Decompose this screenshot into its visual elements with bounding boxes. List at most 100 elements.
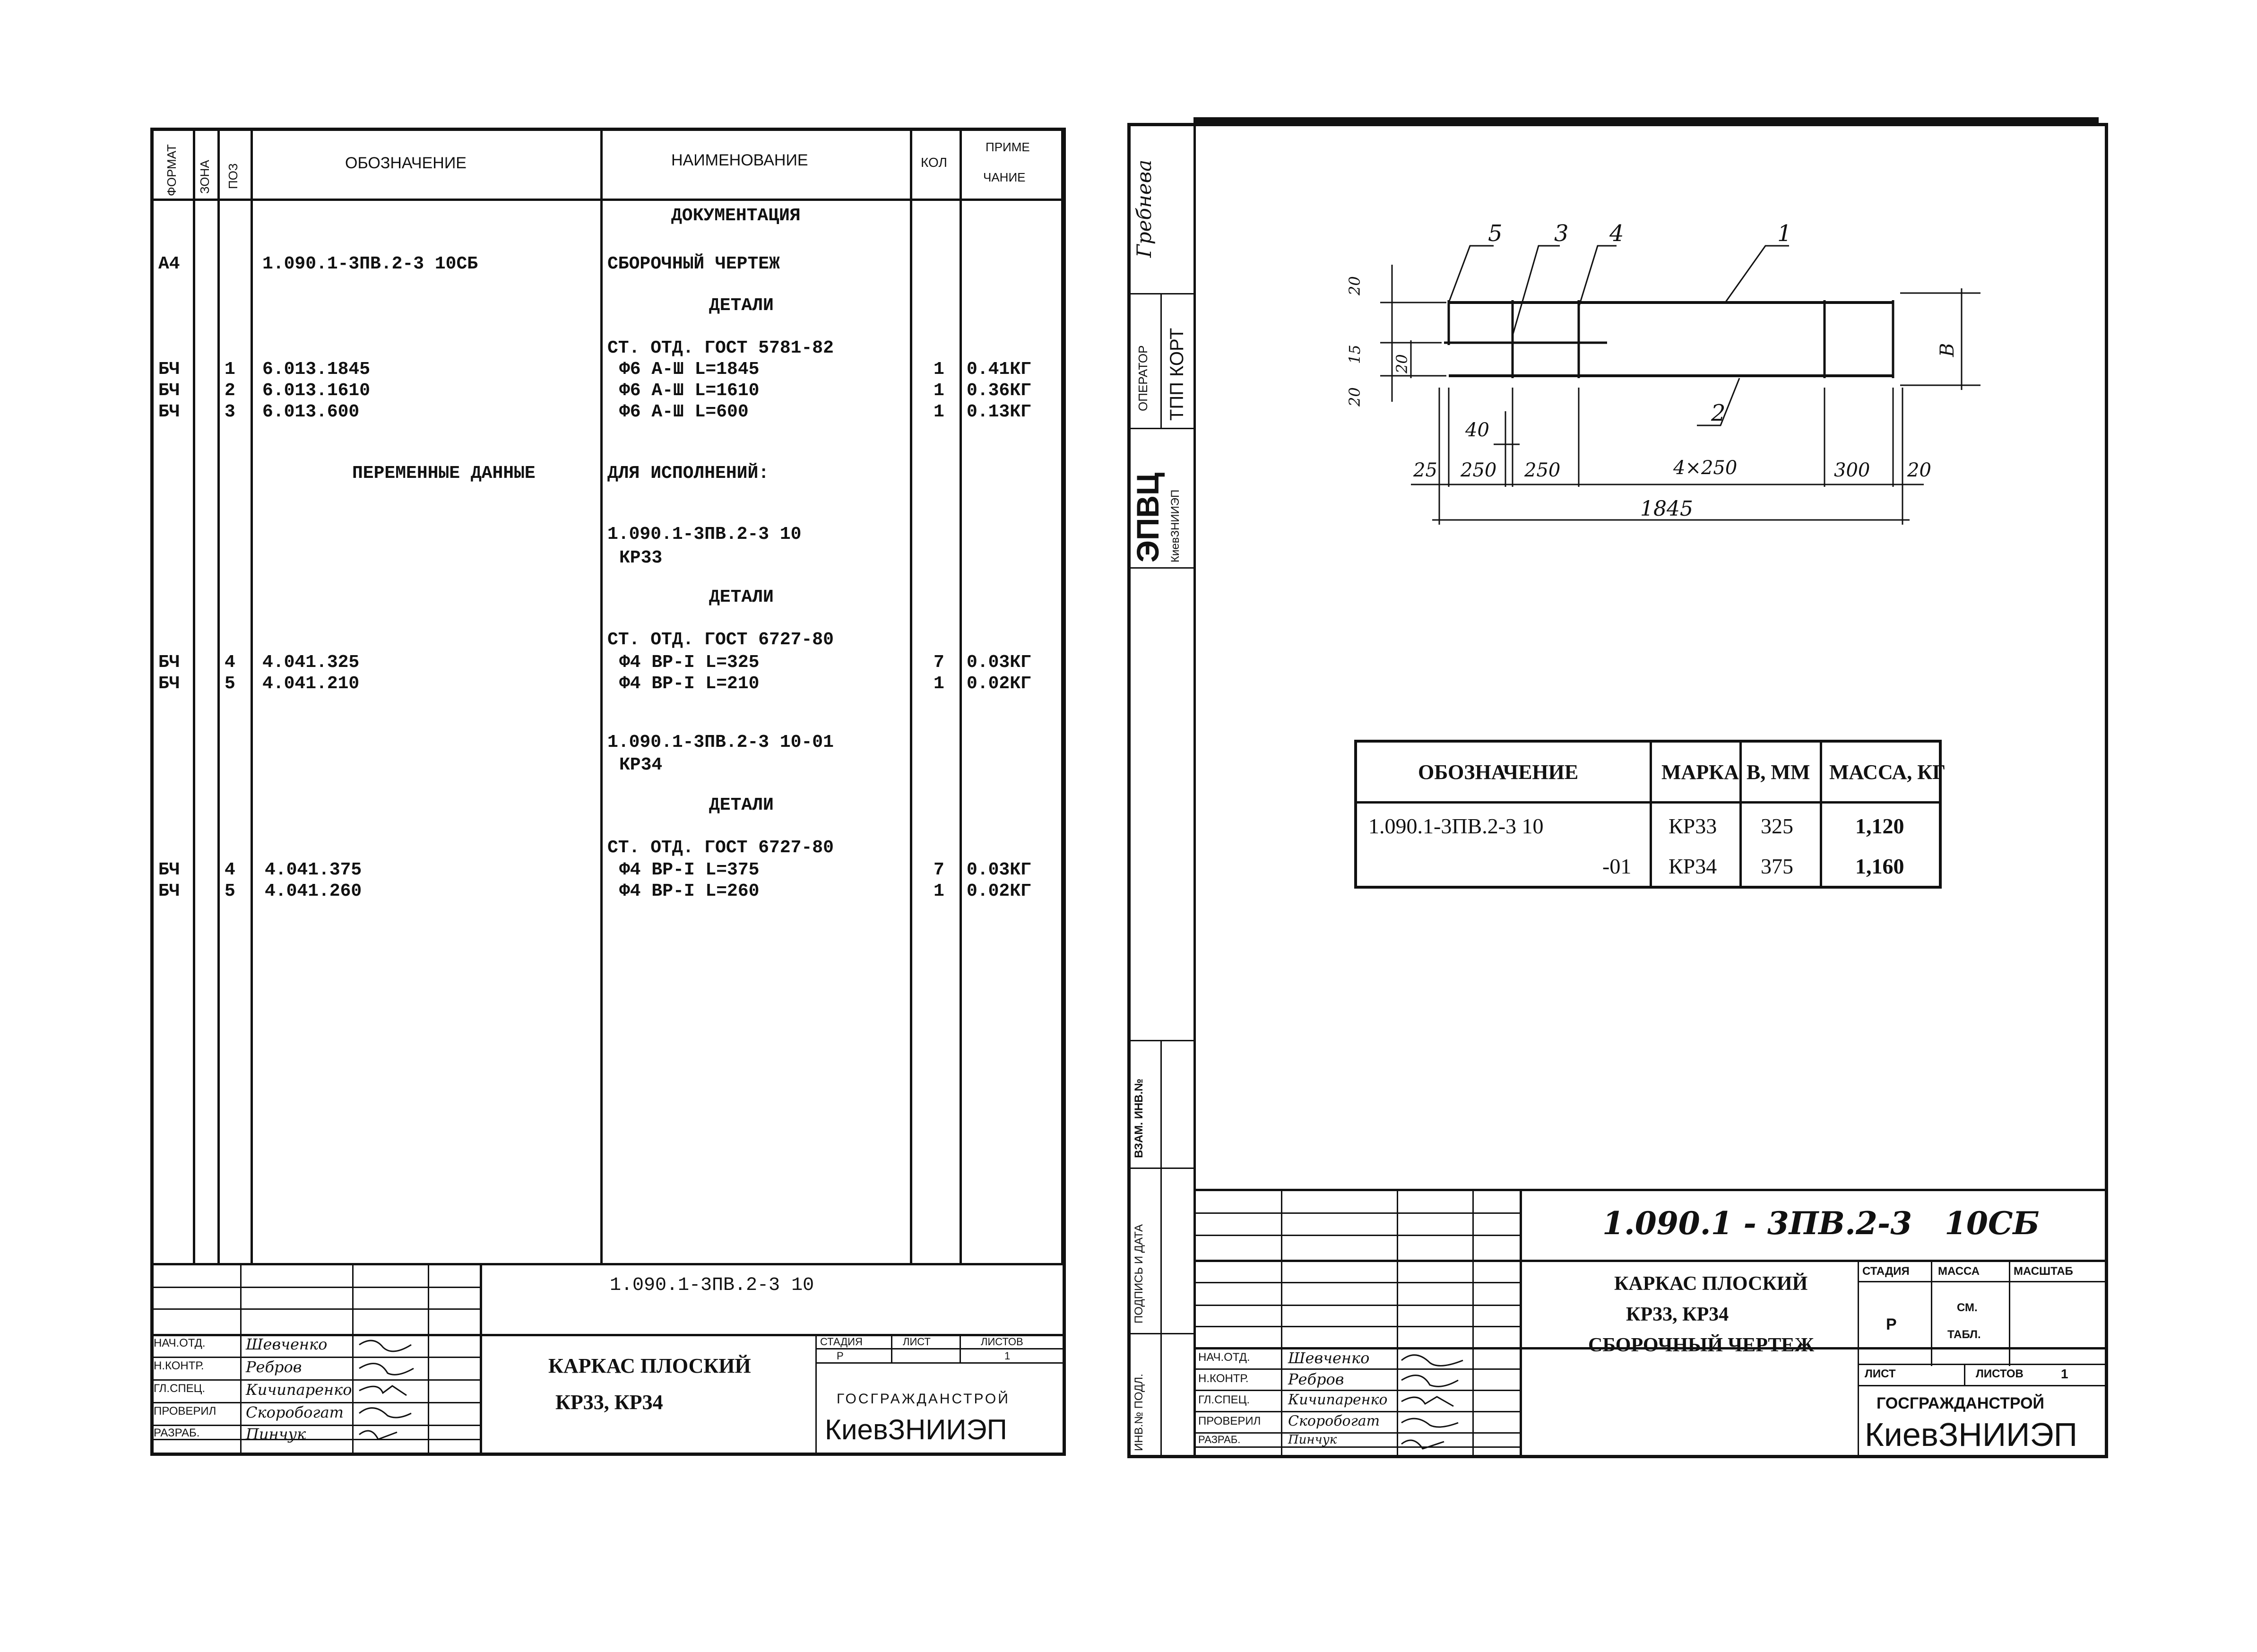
- spec-qty: 1: [934, 402, 944, 422]
- spec-name: 1.090.1-3ПВ.2-3 10: [607, 524, 802, 545]
- spec-format: БЧ: [158, 881, 180, 901]
- right-tb-line: [1193, 1212, 1522, 1214]
- left-role: РАЗРАБ.: [154, 1427, 200, 1439]
- spec-pos: 3: [225, 402, 235, 422]
- left-sheets-value: 1: [1004, 1350, 1011, 1362]
- left-person-name: Шевченко: [246, 1335, 328, 1353]
- left-doc-number: 1.090.1-3ПВ.2-3 10: [610, 1275, 814, 1296]
- left-person-name: Кичипаренко: [246, 1381, 352, 1399]
- left-role: Н.КОНТР.: [154, 1359, 204, 1372]
- callout-label: 3: [1554, 220, 1569, 247]
- variants-col: [1650, 740, 1652, 889]
- left-title-block-top: [150, 1263, 1066, 1265]
- spec-note: 0.13КГ: [967, 402, 1031, 422]
- right-tb-line: [1858, 1364, 2108, 1365]
- overall-length: 1845: [1640, 497, 1693, 521]
- spec-note: 0.03КГ: [967, 652, 1031, 673]
- left-org-line-2: КиевЗНИИЭП: [825, 1414, 1007, 1445]
- right-mass-value-1: СМ.: [1957, 1301, 1978, 1314]
- spec-name: ДЕТАЛИ: [709, 587, 774, 607]
- left-sheets-label: ЛИСТОВ: [981, 1336, 1023, 1348]
- spec-designation: 6.013.600: [262, 402, 360, 422]
- right-sheets-label: ЛИСТОВ: [1976, 1367, 2024, 1380]
- right-tb-line: [1193, 1305, 1522, 1306]
- right-left-strip-border: [1193, 123, 1196, 1458]
- right-role: Н.КОНТР.: [1198, 1372, 1249, 1385]
- spec-qty: 1: [934, 359, 944, 380]
- right-tb-col: [1520, 1189, 1522, 1458]
- spec-designation: 6.013.1610: [262, 381, 371, 401]
- spec-format: БЧ: [158, 652, 180, 673]
- left-col-qty: [960, 128, 962, 1264]
- variants-cell: 375: [1761, 854, 1793, 878]
- right-tb-line: [1858, 1281, 2108, 1282]
- spec-name: ДОКУМЕНТАЦИЯ: [671, 206, 801, 226]
- right-tb-col: [1964, 1364, 1965, 1385]
- spec-name: ДЕТАЛИ: [709, 795, 774, 815]
- right-title-block-top: [1193, 1189, 2108, 1191]
- header-note-2: ЧАНИЕ: [983, 170, 1026, 184]
- variants-cell: 325: [1761, 814, 1793, 838]
- spec-note: 0.41КГ: [967, 359, 1031, 380]
- spec-designation: 4.041.210: [262, 674, 360, 694]
- right-tb-col: [1472, 1189, 1474, 1458]
- right-org-line-1: ГОСГРАЖДАНСТРОЙ: [1877, 1394, 2044, 1412]
- spec-qty: 7: [934, 860, 944, 880]
- left-stage-label: СТАДИЯ: [820, 1336, 863, 1348]
- right-tb-line: [1193, 1282, 1522, 1283]
- spec-name: СТ. ОТД. ГОСТ 5781-82: [607, 338, 834, 358]
- spec-qty: 1: [934, 881, 944, 901]
- right-title-line-1: КАРКАС ПЛОСКИЙ: [1614, 1273, 1808, 1295]
- right-sheets-value: 1: [2061, 1367, 2068, 1381]
- variants-col: [1739, 740, 1742, 889]
- spec-name: Ф6 А-Ш L=1845: [619, 359, 760, 380]
- right-org-line-2: КиевЗНИИЭП: [1865, 1416, 2078, 1453]
- left-tb-line: [150, 1308, 481, 1310]
- right-tb-col: [1858, 1260, 1859, 1458]
- left-person-name: Ребров: [246, 1358, 302, 1376]
- right-tb-line: [1193, 1260, 2108, 1262]
- spec-name: ДЕТАЛИ: [709, 295, 774, 316]
- right-tb-line: [1193, 1390, 1522, 1391]
- variants-header: МАРКА: [1661, 761, 1739, 784]
- right-tb-col: [1931, 1260, 1932, 1366]
- variants-cell: КР33: [1669, 814, 1717, 838]
- right-title-line-3: СБОРОЧНЫЙ ЧЕРТЕЖ: [1588, 1334, 1814, 1356]
- left-tb-line: [150, 1287, 481, 1288]
- strip-divider: [1127, 567, 1193, 569]
- dim-bottom: 300: [1834, 459, 1870, 481]
- right-role: ГЛ.СПЕЦ.: [1198, 1393, 1250, 1406]
- spec-name: КР34: [619, 755, 663, 775]
- spec-name: КР33: [619, 548, 663, 568]
- callout-label: 2: [1711, 400, 1726, 426]
- right-stage-value: Р: [1886, 1315, 1897, 1333]
- right-tb-line: [1193, 1368, 1522, 1370]
- left-org-line-1: ГОСГРАЖДАНСТРОЙ: [837, 1391, 1010, 1407]
- left-col-format: [193, 128, 195, 1264]
- right-person-name: Шевченко: [1288, 1349, 1370, 1367]
- right-tb-line: [1193, 1411, 1522, 1412]
- variants-table: [1354, 740, 1942, 889]
- left-person-name: Пинчук: [246, 1425, 306, 1443]
- right-role: РАЗРАБ.: [1198, 1434, 1241, 1445]
- dim-bottom: 40: [1465, 419, 1489, 441]
- right-mass-label: МАССА: [1938, 1265, 1980, 1278]
- spec-note: 0.03КГ: [967, 860, 1031, 880]
- variants-cell: 1,120: [1855, 814, 1904, 838]
- right-role: НАЧ.ОТД.: [1198, 1351, 1250, 1364]
- left-col-designation: [600, 128, 603, 1264]
- dim-bottom: 250: [1524, 459, 1561, 481]
- left-sheet: [150, 128, 1066, 1456]
- left-tb-line: [150, 1425, 481, 1426]
- spec-name: Ф4 ВР-I L=375: [619, 860, 760, 880]
- spec-name: Ф6 А-Ш L=600: [619, 402, 749, 422]
- spec-qty: 1: [934, 381, 944, 401]
- spec-pos: 4: [225, 652, 235, 673]
- left-col-zone: [217, 128, 220, 1264]
- left-tb-line: [150, 1379, 481, 1381]
- left-tb-col: [428, 1263, 429, 1456]
- spec-qty: 7: [934, 652, 944, 673]
